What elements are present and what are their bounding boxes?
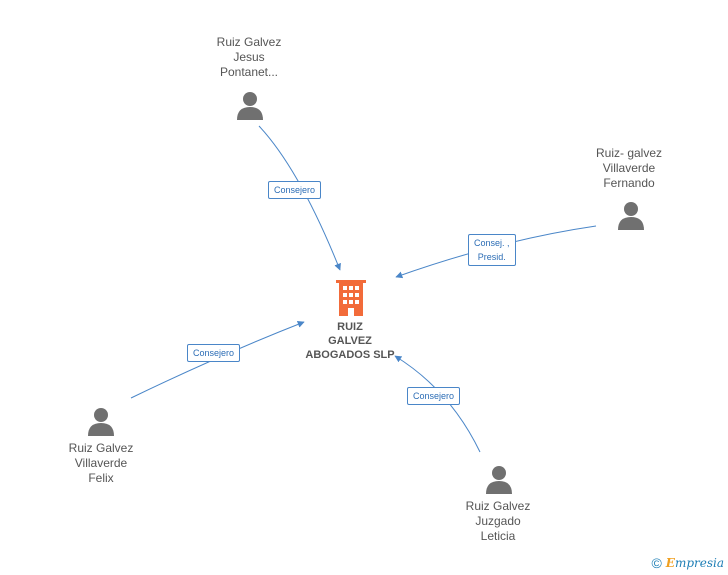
brand-footer: © Empresia bbox=[651, 555, 724, 571]
relation-label-p2[interactable]: Consej. , Presid. bbox=[468, 234, 516, 266]
person-icon[interactable] bbox=[235, 90, 265, 120]
person-icon[interactable] bbox=[86, 406, 116, 436]
relation-label-p3[interactable]: Consejero bbox=[187, 344, 241, 362]
person-icon[interactable] bbox=[484, 464, 514, 494]
person-icon[interactable] bbox=[616, 200, 646, 230]
building-icon[interactable] bbox=[335, 280, 367, 316]
company-name[interactable]: RUIZ GALVEZ ABOGADOS SLP bbox=[305, 321, 395, 361]
brand-logo[interactable]: Empresia bbox=[666, 556, 724, 570]
person-name-p4[interactable]: Ruiz Galvez Juzgado Leticia bbox=[465, 499, 531, 543]
person-name-p1[interactable]: Ruiz Galvez Jesus Pontanet... bbox=[216, 35, 282, 79]
copyright-icon: © bbox=[651, 555, 662, 571]
relation-label-p1[interactable]: Consejero bbox=[268, 181, 322, 199]
brand-initial: E bbox=[665, 556, 675, 570]
brand-text: mpresia bbox=[674, 556, 724, 570]
person-name-p2[interactable]: Ruiz- galvez Villaverde Fernando bbox=[595, 146, 663, 190]
person-name-p3[interactable]: Ruiz Galvez Villaverde Felix bbox=[68, 441, 134, 485]
relation-label-p4[interactable]: Consejero bbox=[407, 387, 461, 405]
